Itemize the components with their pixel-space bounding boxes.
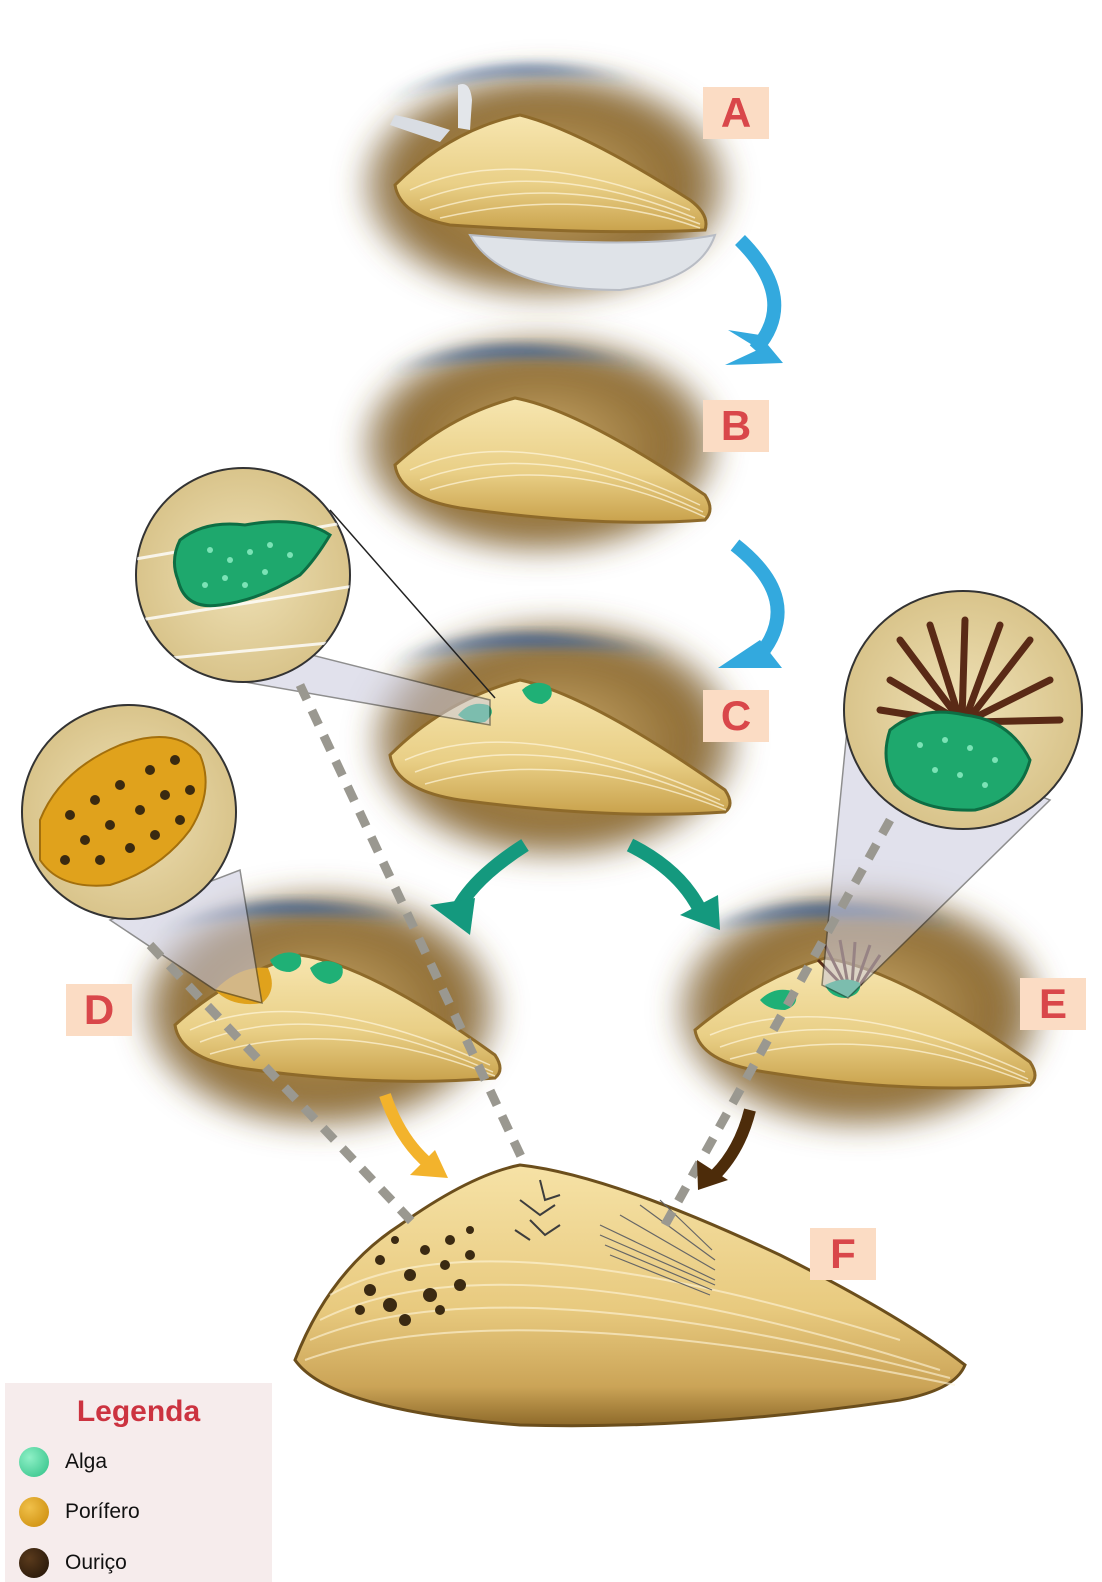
arrow-b-c [718, 545, 782, 668]
porifero-swatch-icon [19, 1497, 49, 1527]
legend-label: Alga [65, 1450, 107, 1474]
ourico-swatch-icon [19, 1548, 49, 1578]
legend-item-alga: Alga [19, 1446, 107, 1478]
legend-panel: Legenda Alga Porífero Ouriço [5, 1383, 272, 1582]
stage-label-b: B [703, 400, 769, 452]
stage-b-scene [360, 335, 720, 555]
stage-c-scene [370, 620, 740, 860]
magnifier-porifero [22, 705, 262, 1003]
stage-a-scene [360, 67, 730, 300]
stage-label-e: E [1020, 978, 1086, 1030]
alga-swatch-icon [19, 1447, 49, 1477]
legend-title: Legenda [5, 1395, 272, 1429]
stage-label-f: F [810, 1228, 876, 1280]
legend-label: Ouriço [65, 1551, 127, 1575]
stage-label-a: A [703, 87, 769, 139]
legend-item-porifero: Porífero [19, 1496, 140, 1528]
legend-item-ourico: Ouriço [19, 1547, 127, 1579]
arrow-c-d [430, 845, 525, 935]
stage-label-c: C [703, 690, 769, 742]
stage-f-shell [295, 1165, 965, 1426]
legend-label: Porífero [65, 1500, 140, 1524]
arrow-a-b [725, 240, 783, 365]
arrow-c-e [630, 845, 720, 930]
stage-label-d: D [66, 984, 132, 1036]
